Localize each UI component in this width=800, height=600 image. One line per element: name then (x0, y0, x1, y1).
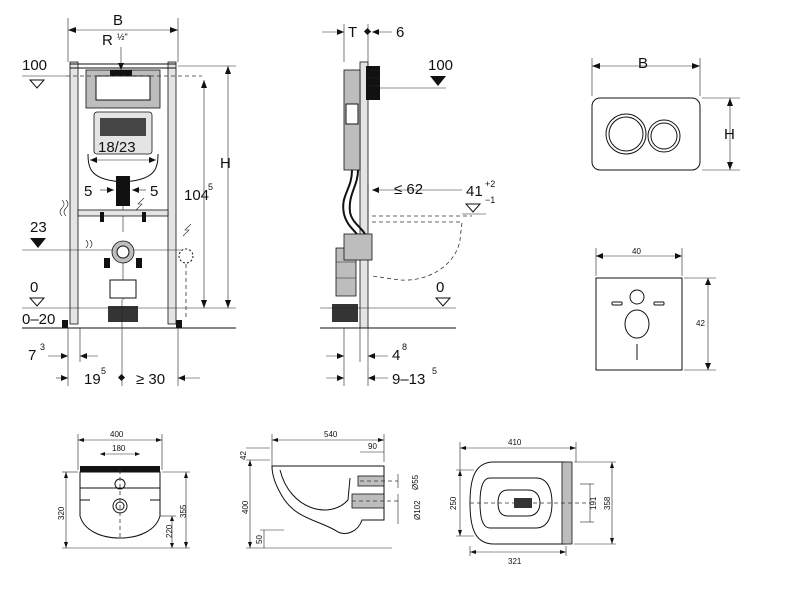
wall-gap-sup: 3 (40, 342, 45, 352)
range-label: 9–13 (392, 371, 425, 388)
bowl-width-180: 180 (112, 444, 126, 453)
depth-4-label: 4 (392, 347, 400, 364)
level-100-label: 100 (22, 57, 47, 74)
depth-4-sup: 8 (402, 342, 407, 352)
frame-side-view: T 6 100 ≤ 62 (320, 24, 495, 388)
center-width-label: 18/23 (98, 139, 136, 156)
side-level-zero-label: 0 (436, 279, 444, 296)
round-button-plate: B H (591, 55, 740, 171)
top-width-250: 250 (449, 496, 458, 510)
bowl-side-view: 540 90 42 400 50 Ø55 Ø102 (239, 430, 422, 549)
bowl-height-50: 50 (255, 535, 264, 544)
tolerance-plus: +2 (485, 179, 495, 189)
top-width-358: 358 (603, 496, 612, 510)
axis-offset-label: 19 (84, 371, 101, 388)
pipe-diameter-55: Ø55 (411, 474, 420, 490)
bowl-height-220: 220 (165, 524, 174, 538)
square-service-plate: 40 42 (595, 247, 716, 371)
bowl-front-view: 400 180 320 355 220 (57, 430, 190, 549)
frame-front-view: B R ½" 100 18/23 5 5 (22, 12, 236, 388)
thread-size: ½" (117, 32, 128, 42)
min-side-label: ≥ 30 (136, 371, 165, 388)
bowl-top-view: 410 250 191 358 321 (449, 438, 616, 566)
level-zero-label: 0 (30, 279, 38, 296)
bowl-height-320: 320 (57, 506, 66, 520)
tolerance-minus: −1 (485, 195, 495, 205)
left-offset-label: 5 (84, 183, 92, 200)
plate-height-label: H (724, 126, 735, 143)
depth-6-label: 6 (396, 24, 404, 41)
side-level-100-label: 100 (428, 57, 453, 74)
thickness-label: T (348, 24, 357, 41)
level-23-label: 23 (30, 219, 47, 236)
top-width-191: 191 (589, 496, 598, 510)
square-height-label: 42 (696, 319, 705, 328)
pipe-diameter-102: Ø102 (413, 500, 422, 520)
plate-width-label: B (638, 55, 648, 72)
height-label: H (220, 155, 231, 172)
bowl-height-355: 355 (179, 504, 188, 518)
axis-offset-sup: 5 (101, 366, 106, 376)
square-width-label: 40 (632, 247, 641, 256)
bowl-depth-540: 540 (324, 430, 338, 439)
top-depth-321: 321 (508, 557, 522, 566)
floor-range-label: 0–20 (22, 311, 55, 328)
height-value: 104 (184, 187, 209, 204)
wall-gap-label: 7 (28, 347, 36, 364)
max-depth-label: ≤ 62 (394, 181, 423, 198)
range-sup: 5 (432, 366, 437, 376)
bowl-height-400: 400 (241, 500, 250, 514)
height-41-label: 41 (466, 183, 483, 200)
width-label: B (113, 12, 123, 29)
bowl-width-400: 400 (110, 430, 124, 439)
height-value-sup: 5 (208, 182, 213, 192)
bowl-depth-90: 90 (368, 442, 377, 451)
right-offset-label: 5 (150, 183, 158, 200)
bowl-height-42: 42 (239, 451, 248, 460)
thread-label: R (102, 32, 113, 49)
top-depth-410: 410 (508, 438, 522, 447)
